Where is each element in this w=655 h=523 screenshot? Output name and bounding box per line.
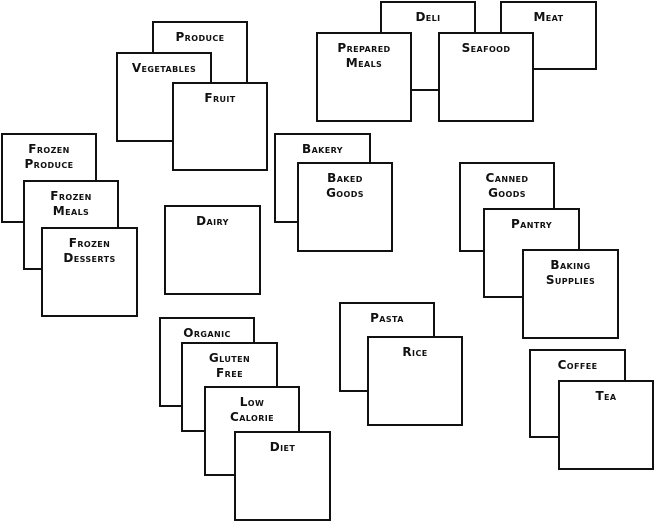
card-label: Baking Supplies [545,258,596,287]
card-baking-supplies[interactable]: Baking Supplies [522,249,619,339]
card-label: Meat [533,10,564,24]
card-diet[interactable]: Diet [234,431,331,521]
card-dairy[interactable]: Dairy [164,205,261,295]
card-label: Frozen Desserts [63,236,116,265]
card-label: Coffee [557,358,598,372]
card-label: Rice [402,345,428,359]
card-seafood[interactable]: Seafood [438,32,534,122]
card-label: Baked Goods [326,171,364,200]
card-label: Frozen Meals [50,189,92,218]
card-label: Vegetables [131,61,197,75]
card-label: Diet [269,440,296,454]
card-label: Bakery [302,142,343,156]
card-label: Seafood [461,41,511,55]
card-fruit[interactable]: Fruit [172,82,268,171]
card-label: Deli [415,10,441,24]
card-label: Fruit [204,91,236,105]
card-baked-goods[interactable]: Baked Goods [297,162,393,252]
card-label: Prepared Meals [337,41,391,70]
card-label: Produce [175,30,225,44]
card-rice[interactable]: Rice [367,336,463,426]
card-tea[interactable]: Tea [558,380,654,470]
card-label: Gluten Free [208,351,251,380]
card-prepared-meals[interactable]: Prepared Meals [316,32,412,122]
card-label: Frozen Produce [24,142,74,171]
card-label: Pasta [370,311,404,325]
card-label: Pantry [510,217,553,231]
card-label: Tea [595,389,617,403]
card-label: Organic [183,326,231,340]
card-frozen-desserts[interactable]: Frozen Desserts [41,227,138,317]
card-label: Canned Goods [485,171,529,200]
card-label: Dairy [196,214,229,228]
card-label: Low Calorie [229,395,274,424]
